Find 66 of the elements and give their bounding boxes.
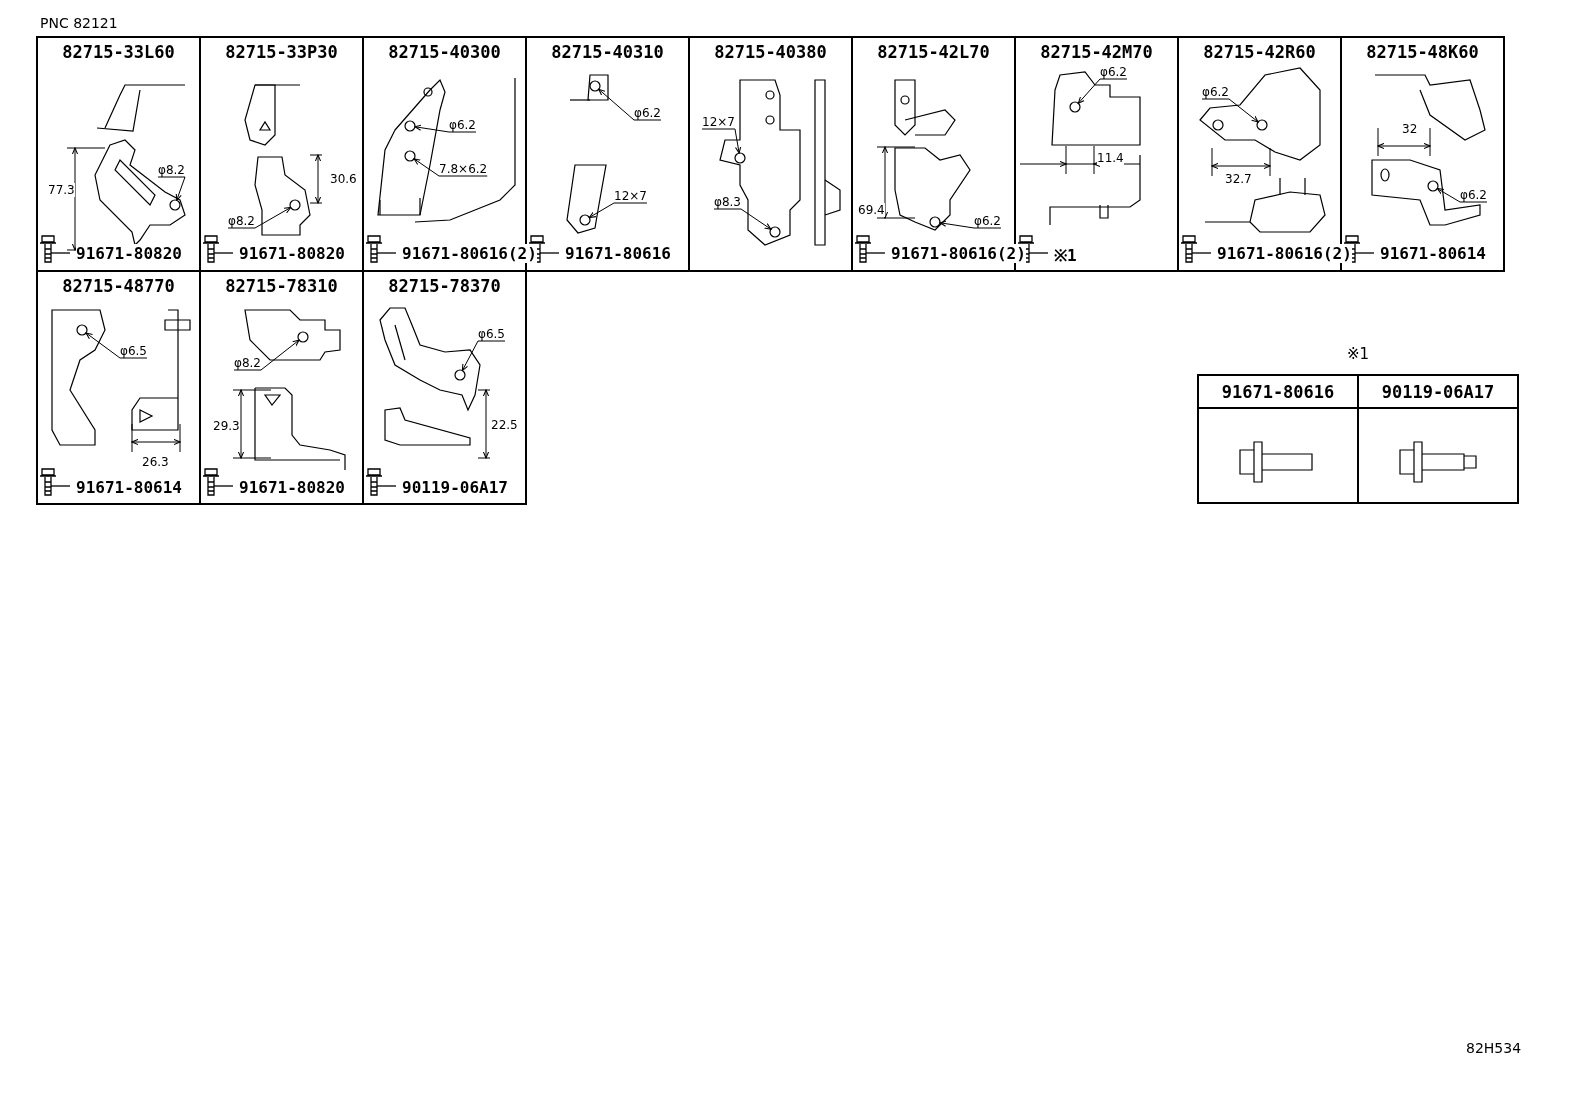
dimension-label: 69.4: [858, 203, 885, 217]
hole-size-label: φ6.2: [449, 118, 476, 132]
leader-line: [233, 339, 300, 371]
part-cell: [1197, 374, 1359, 504]
parts-table: [1197, 345, 1519, 504]
part-cell: [36, 270, 201, 505]
hole-size-label: φ8.2: [158, 163, 185, 177]
hole-size-label: φ6.5: [120, 344, 147, 358]
leader-line: [1201, 98, 1259, 123]
part-cell: [688, 36, 853, 272]
leader-line: [413, 158, 488, 177]
part-number: 82715-33P30: [224, 42, 339, 62]
part-number: 82715-42L70: [876, 42, 991, 62]
dimension-label: 77.3: [48, 183, 75, 197]
hole-size-label: φ6.2: [1100, 65, 1127, 79]
hole-size-label: φ6.5: [478, 327, 505, 341]
leader-line: [227, 206, 292, 229]
leader-line: [1077, 78, 1128, 104]
part-cell: [1357, 374, 1519, 504]
leader-line: [85, 332, 148, 359]
hole-size-label: φ8.2: [234, 356, 261, 370]
leader-line: [414, 124, 477, 133]
leader-line: [157, 176, 186, 201]
dimension-label: 32: [1402, 122, 1418, 136]
hole-size-label: φ8.3: [714, 195, 741, 209]
part-number: 82715-40300: [387, 42, 502, 62]
hole-size-label: φ6.2: [974, 214, 1001, 228]
bolt-part-number: 91671-80616(2): [891, 244, 1026, 263]
hole-size-label: 7.8×6.2: [439, 162, 488, 176]
part-number: 82715-48K60: [1365, 42, 1480, 62]
dimension-label: 11.4: [1097, 151, 1124, 165]
dimension-label: 30.6: [330, 172, 357, 186]
bolt-part-number: 91671-80616(2): [402, 244, 537, 263]
bolt-part-number: 91671-80616(2): [1217, 244, 1352, 263]
hole-size-label: φ6.2: [1202, 85, 1229, 99]
hole-size-label: φ6.2: [634, 106, 661, 120]
part-number: 82715-42R60: [1202, 42, 1317, 62]
dimension-label: 26.3: [142, 455, 169, 469]
part-cell: [362, 270, 527, 505]
hole-size-label: φ8.2: [228, 214, 255, 228]
drawing-number: 82H534: [1466, 1041, 1522, 1055]
part-number: 82715-78370: [387, 276, 502, 296]
leader-line: [588, 202, 648, 218]
part-number: 82715-48770: [61, 276, 176, 296]
hole-size-label: 12×7: [614, 189, 647, 203]
part-number: 82715-78310: [224, 276, 339, 296]
leader-line: [1436, 188, 1488, 203]
leader-line: [939, 220, 1002, 229]
part-number: 82715-40380: [713, 42, 828, 62]
part-number: 82715-42M70: [1039, 42, 1154, 62]
dimension-label: 32.7: [1225, 172, 1252, 186]
leader-line: [713, 208, 772, 230]
leader-line: [701, 128, 742, 154]
part-number: 90119-06A17: [1380, 382, 1496, 402]
dimension-label: 29.3: [213, 419, 240, 433]
part-cell: [36, 36, 201, 272]
dimension-label: 22.5: [491, 418, 518, 432]
leader-line: [461, 340, 506, 372]
hole-size-label: φ6.2: [1460, 188, 1487, 202]
part-number: 82715-33L60: [61, 42, 176, 62]
part-number: 82715-40310: [550, 42, 665, 62]
table-heading: ※1: [1345, 345, 1371, 363]
part-number: 91671-80616: [1220, 382, 1336, 402]
hole-size-label: 12×7: [702, 115, 735, 129]
leader-line: [598, 88, 662, 121]
diagram-code: PNC 82121: [40, 16, 118, 30]
